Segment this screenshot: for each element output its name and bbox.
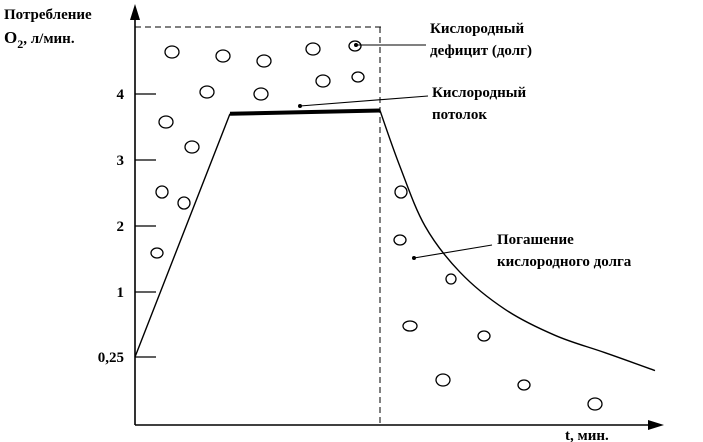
oxygen-ceiling-line [229,108,381,116]
y-tick-label: 0,25 [98,350,124,366]
bubble [445,273,457,285]
y-tick-label: 4 [117,87,125,103]
annotation-dot-repayment [412,256,416,260]
annotation-pointer-repayment [413,244,493,259]
bubble [305,42,321,56]
annotation-deficit-line1: Кислородный [430,21,524,37]
annotation-repayment-line1: Погашение [497,232,574,248]
bubble [150,247,164,259]
bubble [393,234,407,246]
x-axis-label: t, мин. [565,428,609,442]
annotation-dot-deficit [354,43,358,47]
x-axis-arrow [648,420,664,430]
bubble [402,320,418,332]
y-tick-label: 2 [117,219,125,235]
bubble [184,140,200,154]
bubble [348,40,362,52]
annotation-repayment-line2: кислородного долга [497,254,632,270]
bubble [517,379,531,391]
bubble [435,373,451,387]
bubble [155,185,169,199]
y-tick-label: 1 [117,285,125,301]
bubble [394,185,408,199]
y-axis-label-line2: O2, л/мин. [4,28,75,51]
annotation-ceiling-line2: потолок [432,107,487,123]
annotation-pointer-ceiling [299,95,429,107]
y-axis-arrow [130,4,140,20]
bubble [177,196,191,210]
bubble [158,115,174,129]
bubble [253,87,269,101]
bubble [587,397,603,411]
y-ticks: 0,25 1 2 3 4 [98,87,156,366]
bubble [477,330,491,342]
bubbles [150,40,603,411]
annotation-deficit-line2: дефицит (долг) [430,43,532,59]
y-axis-label-line1: Потребление [4,7,92,23]
recovery-curve [379,110,656,372]
bubble [164,45,180,59]
bubble [256,54,272,68]
annotation-ceiling-line1: Кислородный [432,85,526,101]
annotation-dot-ceiling [298,104,302,108]
bubble [199,85,215,99]
bubble [351,71,365,83]
bubble [315,74,331,88]
bubble [215,49,231,63]
consumption-rise-line [134,113,231,358]
y-tick-label: 3 [117,153,125,169]
